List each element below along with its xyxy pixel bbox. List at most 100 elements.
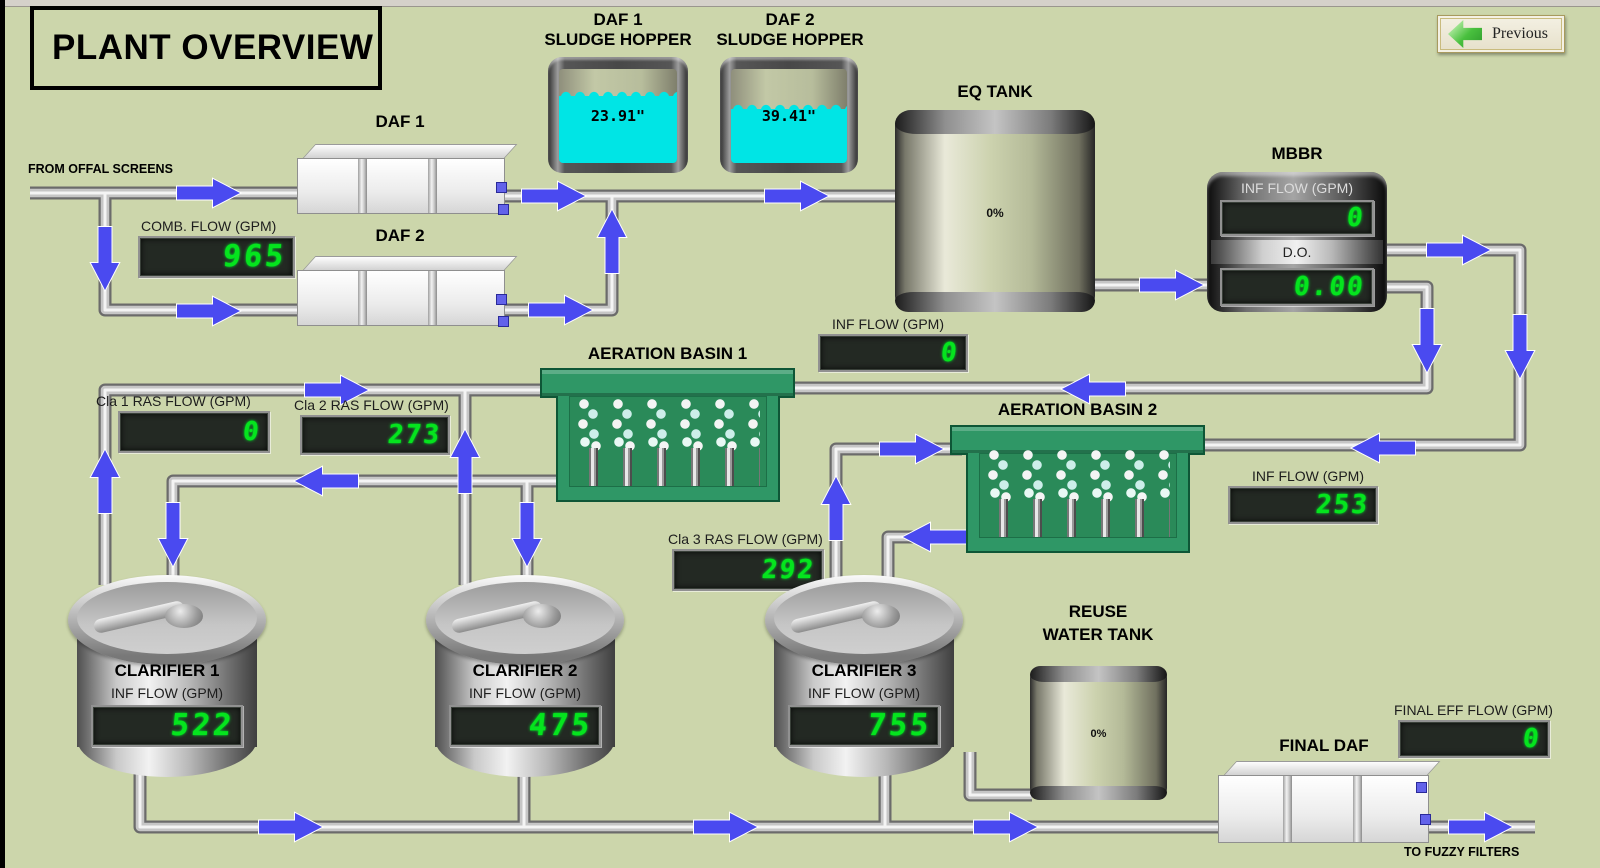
clarifier-flow-display: 475: [449, 705, 601, 747]
daf2-hopper-label: DAF 2 SLUDGE HOPPER: [716, 10, 864, 49]
previous-button-label: Previous: [1492, 25, 1548, 42]
daf1-hopper-label: DAF 1 SLUDGE HOPPER: [544, 10, 692, 49]
aeration-basin1-flange: [540, 368, 795, 398]
clarifier-1: CLARIFIER 1 INF FLOW (GPM) 522: [68, 575, 266, 781]
diffuser-tubes: [986, 499, 1170, 537]
back-arrow-icon: [1448, 20, 1482, 48]
daf-valve: [1416, 782, 1427, 793]
aeration-basin2-label: AERATION BASIN 2: [997, 400, 1158, 419]
comb-flow-display: 965: [138, 236, 295, 278]
clarifier-flow-display: 522: [91, 705, 243, 747]
mbbr-do-band: D.O.: [1211, 240, 1383, 264]
hopper-interior: [731, 69, 847, 163]
reuse-water-tank: 0%: [1030, 666, 1167, 800]
cla1-ras-value: 0: [241, 417, 263, 447]
comb-flow-value: 965: [221, 239, 288, 274]
clarifier-flow-value: 475: [527, 708, 594, 743]
eq-tank-label: EQ TANK: [957, 82, 1033, 101]
daf1-sludge-hopper: 23.91": [548, 57, 688, 173]
daf-valve: [498, 316, 509, 327]
hopper-interior: [559, 69, 677, 163]
hopper-level-value: 23.91": [590, 107, 646, 125]
window-top-strip: [0, 0, 1600, 7]
daf-front-face: [1218, 775, 1429, 843]
clarifier-title: CLARIFIER 3: [811, 661, 917, 680]
clarifier-top-rim: [426, 575, 624, 665]
eq-tank-level: 0%: [986, 206, 1004, 220]
basin-cavity: [979, 447, 1177, 538]
cla2-ras-value: 273: [386, 420, 443, 450]
cla3-ras-label: Cla 3 RAS FLOW (GPM): [668, 531, 823, 547]
comb-flow-label: COMB. FLOW (GPM): [141, 218, 277, 234]
diffuser-tubes: [576, 448, 760, 486]
aeration-basin1: [556, 396, 780, 502]
clarifier-top-rim: [68, 575, 266, 665]
aeration-basin1-label: AERATION BASIN 1: [587, 344, 748, 363]
clarifier-top-rim: [765, 575, 963, 665]
cla1-ras-label: Cla 1 RAS FLOW (GPM): [96, 393, 251, 409]
basin1-inf-flow-label: INF FLOW (GPM): [832, 316, 944, 332]
basin1-inf-flow-value: 0: [939, 338, 961, 368]
final-eff-flow-display: 0: [1398, 720, 1550, 758]
clarifier-flow-label: INF FLOW (GPM): [808, 685, 920, 701]
basin-cavity: [569, 396, 767, 487]
clarifier-flow-display: 755: [788, 705, 940, 747]
daf-valve: [496, 182, 507, 193]
mbbr-do-label: D.O.: [1282, 244, 1312, 260]
daf1-unit: [297, 142, 518, 215]
basin1-inf-flow-display: 0: [818, 334, 968, 372]
center-hub: [862, 604, 900, 628]
daf1-label: DAF 1: [375, 112, 425, 131]
final-eff-flow-value: 0: [1521, 724, 1543, 754]
center-hub: [165, 604, 203, 628]
to-fuzzy-filters-label: TO FUZZY FILTERS: [1404, 845, 1520, 859]
daf2-label: DAF 2: [375, 226, 425, 245]
daf2-sludge-hopper: 39.41": [720, 57, 858, 173]
clarifier-title: CLARIFIER 2: [472, 661, 578, 680]
mbbr-do-value: 0.00: [1292, 272, 1367, 302]
basin2-inf-flow-value: 253: [1314, 490, 1371, 520]
basin2-inf-flow-display: 253: [1228, 486, 1378, 524]
hopper-level-value: 39.41": [761, 107, 817, 125]
clarifier-flow-value: 522: [169, 708, 236, 743]
daf2-unit: [297, 254, 518, 327]
final-daf-label: FINAL DAF: [1279, 736, 1369, 755]
aeration-basin2: [966, 447, 1190, 553]
clarifier-3: CLARIFIER 3 INF FLOW (GPM) 755: [765, 575, 963, 781]
mbbr-inf-flow-label: INF FLOW (GPM): [1241, 180, 1353, 196]
clarifier-flow-label: INF FLOW (GPM): [111, 685, 223, 701]
mbbr-tank: INF FLOW (GPM) 0 D.O. 0.00: [1207, 172, 1387, 312]
clarifier-flow-label: INF FLOW (GPM): [469, 685, 581, 701]
mbbr-inf-flow-display: 0: [1220, 200, 1374, 236]
cla2-ras-label: Cla 2 RAS FLOW (GPM): [294, 397, 449, 413]
reuse-tank-label: REUSE WATER TANK: [1042, 602, 1154, 644]
basin2-inf-flow-label: INF FLOW (GPM): [1252, 468, 1364, 484]
daf-front-face: [297, 270, 505, 326]
reuse-tank-level: 0%: [1090, 728, 1107, 740]
daf-valve: [498, 204, 509, 215]
daf-valve: [496, 294, 507, 305]
cla3-ras-display: 292: [672, 549, 824, 591]
clarifier-title: CLARIFIER 1: [114, 661, 220, 680]
mbbr-do-display: 0.00: [1220, 268, 1374, 306]
page-title: PLANT OVERVIEW: [30, 6, 382, 90]
eq-tank: 0%: [895, 110, 1095, 312]
hopper-liquid: [559, 90, 677, 163]
aeration-bubbles: [986, 447, 1170, 507]
previous-button[interactable]: Previous: [1437, 15, 1565, 53]
window-left-strip: [0, 0, 5, 868]
final-eff-flow-label: FINAL EFF FLOW (GPM): [1394, 702, 1553, 718]
mbbr-inf-flow-value: 0: [1345, 203, 1367, 233]
aeration-bubbles: [576, 396, 760, 456]
cla1-ras-display: 0: [118, 411, 270, 453]
cla2-ras-display: 273: [300, 415, 450, 455]
clarifier-flow-value: 755: [866, 708, 933, 743]
page-title-text: PLANT OVERVIEW: [52, 28, 374, 67]
from-offal-screens-label: FROM OFFAL SCREENS: [28, 162, 173, 176]
center-hub: [523, 604, 561, 628]
daf-front-face: [297, 158, 505, 214]
daf-valve: [1420, 814, 1431, 825]
clarifier-2: CLARIFIER 2 INF FLOW (GPM) 475: [426, 575, 624, 781]
hopper-liquid: [731, 103, 847, 163]
